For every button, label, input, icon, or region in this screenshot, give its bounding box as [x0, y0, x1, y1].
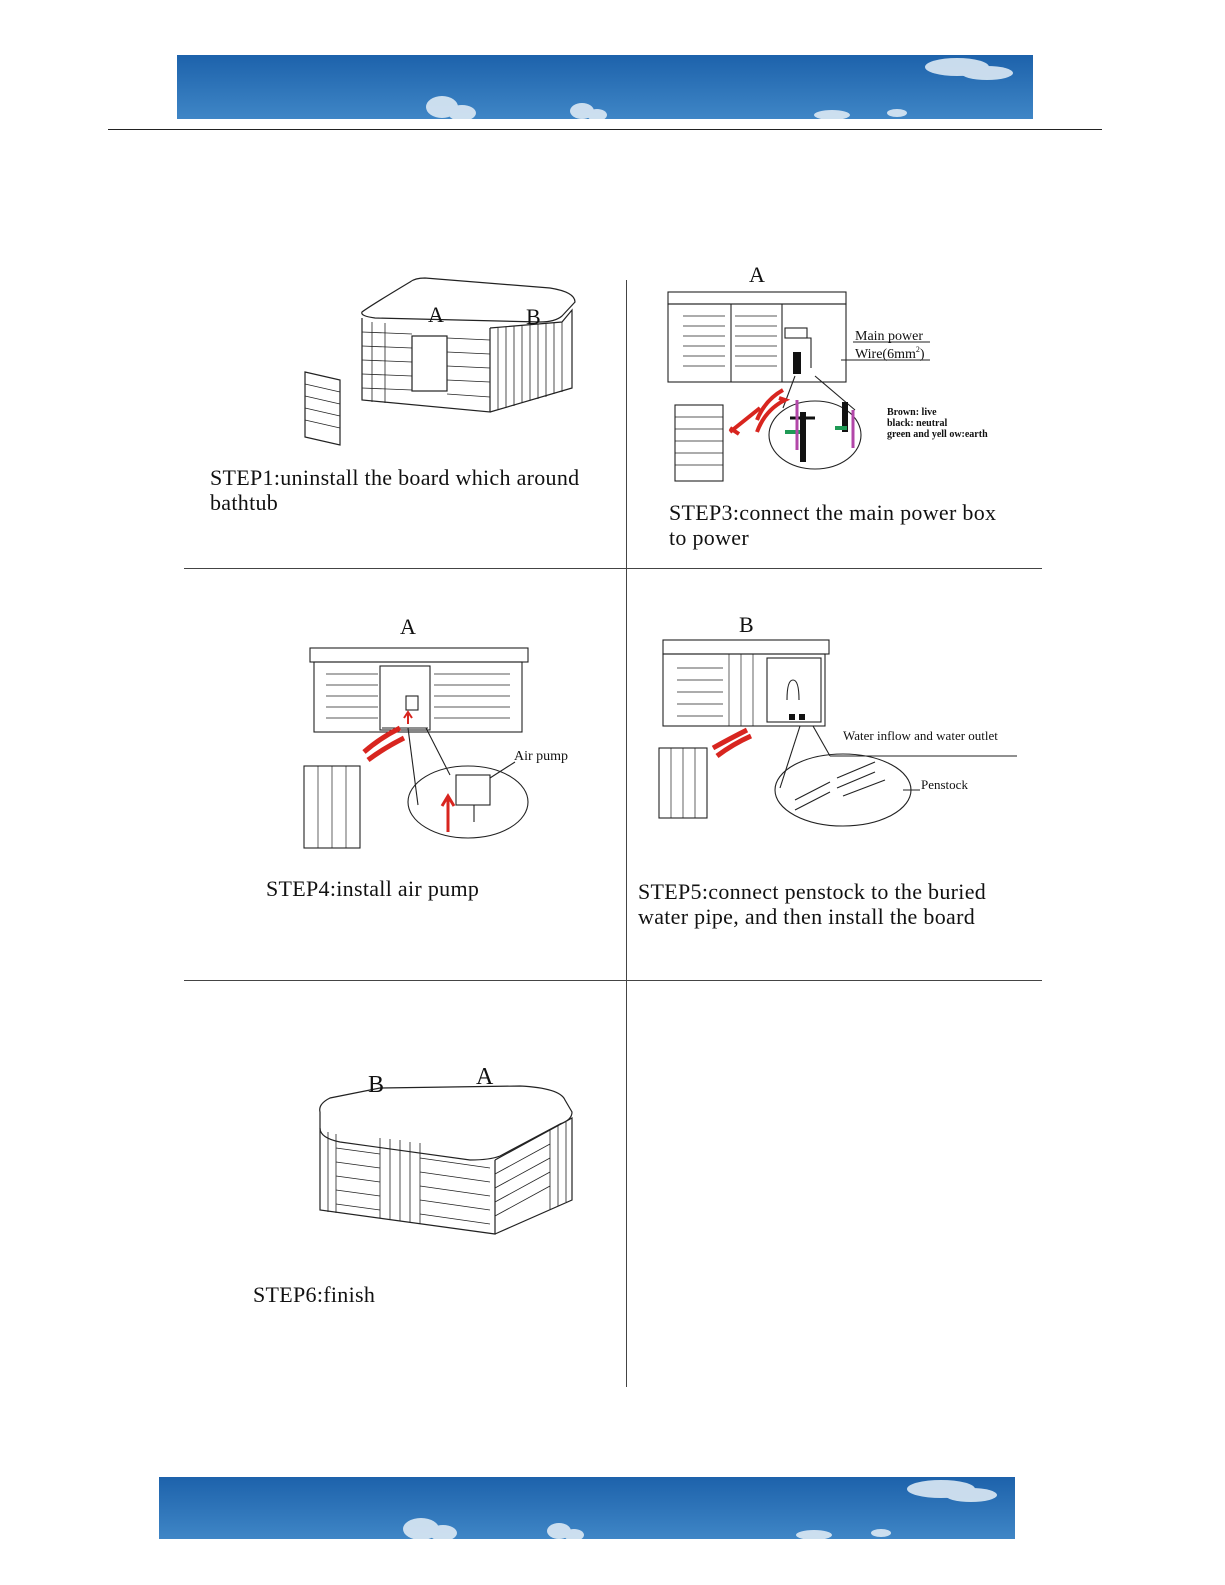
- step1-caption-line2: bathtub: [210, 490, 279, 515]
- sky-clouds-banner-icon: [159, 1477, 1015, 1539]
- step1-figure: A B: [300, 270, 590, 450]
- grid-divider-vertical: [626, 280, 627, 1387]
- step5-caption: STEP5:connect penstock to the buried wat…: [638, 879, 986, 929]
- step3-caption: STEP3:connect the main power box to powe…: [669, 500, 996, 550]
- air-pump-install-illustration: A Air pump: [303, 614, 568, 849]
- step4-label-a: A: [400, 614, 416, 639]
- step6-label-b: B: [368, 1072, 384, 1098]
- header-rule: [108, 129, 1102, 130]
- penstock-connection-illustration: B Water inflow and water outlet Penstock: [658, 612, 1017, 827]
- wire-callout: Wire(6mm2): [855, 345, 925, 362]
- step3-figure: A Main power Wire(6mm2) Brown: live blac…: [665, 260, 1005, 485]
- step3-caption-line2: to power: [669, 525, 749, 550]
- step3-label-a: A: [749, 262, 765, 287]
- step4-caption-line1: STEP4:install air pump: [266, 876, 480, 901]
- step6-caption-line1: STEP6:finish: [253, 1282, 376, 1307]
- power-wiring-illustration: A Main power Wire(6mm2) Brown: live blac…: [667, 262, 988, 482]
- air-pump-callout: Air pump: [514, 749, 568, 764]
- water-callout: Water inflow and water outlet: [843, 728, 998, 743]
- step6-label-a: A: [476, 1064, 494, 1090]
- step5-caption-line1: STEP5:connect penstock to the buried: [638, 879, 987, 904]
- green-earth-callout: green and yell ow:earth: [887, 429, 988, 440]
- step4-figure: A Air pump: [300, 610, 600, 855]
- footer-banner: [159, 1477, 1015, 1539]
- step1-caption-line1: STEP1:uninstall the board which around: [210, 465, 580, 490]
- main-power-callout: Main power: [855, 329, 923, 344]
- step6-caption: STEP6:finish: [253, 1282, 375, 1307]
- step1-label-a: A: [428, 302, 444, 327]
- penstock-callout: Penstock: [921, 777, 968, 792]
- step5-caption-line2: water pipe, and then install the board: [638, 904, 976, 929]
- black-neutral-callout: black: neutral: [887, 418, 948, 429]
- sky-clouds-banner-icon: [177, 55, 1033, 119]
- bathtub-with-panel-removed-illustration: A B: [304, 277, 576, 446]
- step5-figure: B Water inflow and water outlet Penstock: [655, 610, 1025, 830]
- grid-divider-row2: [184, 980, 1042, 981]
- step1-caption: STEP1:uninstall the board which around b…: [210, 465, 579, 515]
- grid-divider-row1: [184, 568, 1042, 569]
- step1-label-b: B: [526, 304, 541, 329]
- header-banner: [177, 55, 1033, 119]
- step5-label-b: B: [739, 612, 754, 637]
- finished-bathtub-illustration: B A: [319, 1064, 573, 1235]
- step3-caption-line1: STEP3:connect the main power box: [669, 500, 997, 525]
- brown-live-callout: Brown: live: [887, 407, 937, 418]
- step6-figure: B A: [310, 1060, 580, 1240]
- step4-caption: STEP4:install air pump: [266, 876, 479, 901]
